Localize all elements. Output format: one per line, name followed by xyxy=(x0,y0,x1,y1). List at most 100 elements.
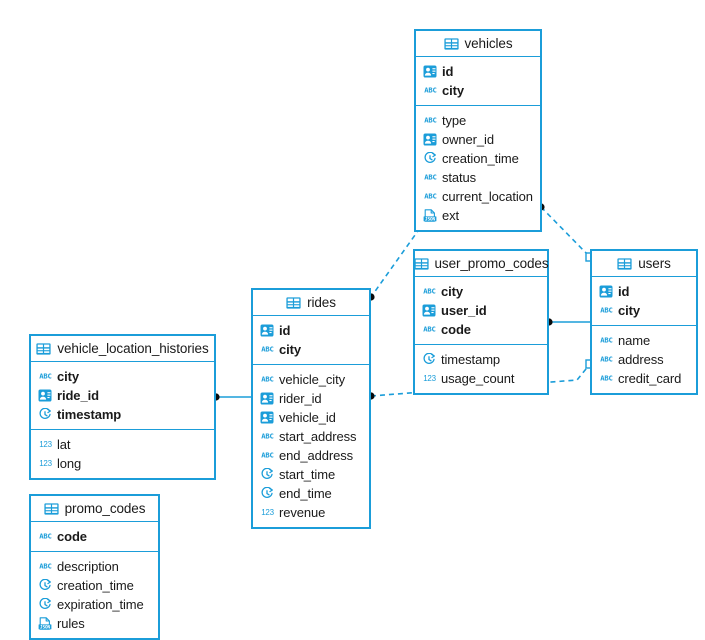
field-row[interactable]: vehicle_id xyxy=(253,408,369,427)
abc-text-icon: ABC xyxy=(38,370,52,383)
field-name-label: city xyxy=(442,83,465,98)
abc-text-icon: ABC xyxy=(423,190,437,203)
abc-text-icon: ABC xyxy=(423,84,437,97)
entity-header-vehicle_location_histories[interactable]: vehicle_location_histories xyxy=(31,336,214,362)
abc-text-icon: ABC xyxy=(599,353,613,366)
field-row[interactable]: end_time xyxy=(253,484,369,503)
abc-text-icon: ABC xyxy=(423,171,437,184)
table-grid-icon xyxy=(617,257,632,270)
number-123-icon: 123 xyxy=(38,457,53,470)
field-row[interactable]: rider_id xyxy=(253,389,369,408)
field-row[interactable]: user_id xyxy=(415,301,547,320)
number-123-icon: 123 xyxy=(38,438,53,451)
clock-icon xyxy=(260,487,274,500)
field-name-label: end_time xyxy=(279,486,332,501)
svg-text:JSON: JSON xyxy=(425,217,436,222)
clock-icon xyxy=(260,468,274,481)
field-name-label: name xyxy=(618,333,651,348)
abc-text-icon: ABC xyxy=(599,304,613,317)
entity-name-label: user_promo_codes xyxy=(434,256,549,271)
entity-header-users[interactable]: users xyxy=(592,251,696,277)
field-name-label: end_address xyxy=(279,448,354,463)
field-name-label: city xyxy=(57,369,80,384)
entity-name-label: vehicles xyxy=(464,36,513,51)
field-row[interactable]: timestamp xyxy=(31,405,214,424)
entity-header-user_promo_codes[interactable]: user_promo_codes xyxy=(413,251,549,277)
json-icon: JSON xyxy=(38,617,52,630)
entity-name-label: vehicle_location_histories xyxy=(57,341,209,356)
field-row[interactable]: start_time xyxy=(253,465,369,484)
field-row[interactable]: expiration_time xyxy=(31,595,158,614)
field-name-label: timestamp xyxy=(57,407,122,422)
field-row[interactable]: id xyxy=(253,321,369,340)
svg-text:ABC: ABC xyxy=(261,432,273,441)
svg-text:ABC: ABC xyxy=(600,336,612,345)
svg-text:ABC: ABC xyxy=(39,562,51,571)
relationship-user_promo_codes-users[interactable] xyxy=(545,318,590,326)
entity-name-label: users xyxy=(638,256,671,271)
field-row[interactable]: creation_time xyxy=(416,149,540,168)
entity-header-promo_codes[interactable]: promo_codes xyxy=(31,496,158,522)
svg-text:ABC: ABC xyxy=(423,287,435,296)
svg-text:ABC: ABC xyxy=(261,375,273,384)
svg-text:ABC: ABC xyxy=(423,325,435,334)
field-row[interactable]: owner_id xyxy=(416,130,540,149)
key-id-icon xyxy=(260,324,274,337)
entity-header-vehicles[interactable]: vehicles xyxy=(416,31,540,57)
entity-header-rides[interactable]: rides xyxy=(253,290,369,316)
relationship-vehicle_location_histories-rides[interactable] xyxy=(212,393,251,401)
number-123-icon: 123 xyxy=(260,506,275,519)
field-row[interactable]: ABC city xyxy=(31,367,214,386)
field-name-label: code xyxy=(441,322,471,337)
key-id-icon xyxy=(599,285,613,298)
table-grid-icon xyxy=(443,37,459,50)
abc-text-icon: ABC xyxy=(260,373,274,386)
field-row[interactable]: ABC name xyxy=(592,331,696,350)
field-row[interactable]: id xyxy=(416,62,540,81)
clock-icon xyxy=(38,579,52,592)
key-id-icon xyxy=(422,304,436,317)
abc-text-icon: ABC xyxy=(422,323,436,336)
field-row[interactable]: ride_id xyxy=(31,386,214,405)
svg-text:ABC: ABC xyxy=(424,116,436,125)
field-row[interactable]: id xyxy=(592,282,696,301)
svg-text:ABC: ABC xyxy=(39,532,51,541)
field-name-label: vehicle_id xyxy=(279,410,336,425)
field-row[interactable]: 123 lat xyxy=(31,435,214,454)
field-name-label: lat xyxy=(57,437,71,452)
field-row[interactable]: timestamp xyxy=(415,350,547,369)
field-row[interactable]: creation_time xyxy=(31,576,158,595)
field-row[interactable]: ABC code xyxy=(415,320,547,339)
json-icon: JSON xyxy=(423,209,437,222)
field-name-label: timestamp xyxy=(441,352,501,367)
field-row[interactable]: ABC city xyxy=(416,81,540,100)
abc-text-icon: ABC xyxy=(599,372,613,385)
